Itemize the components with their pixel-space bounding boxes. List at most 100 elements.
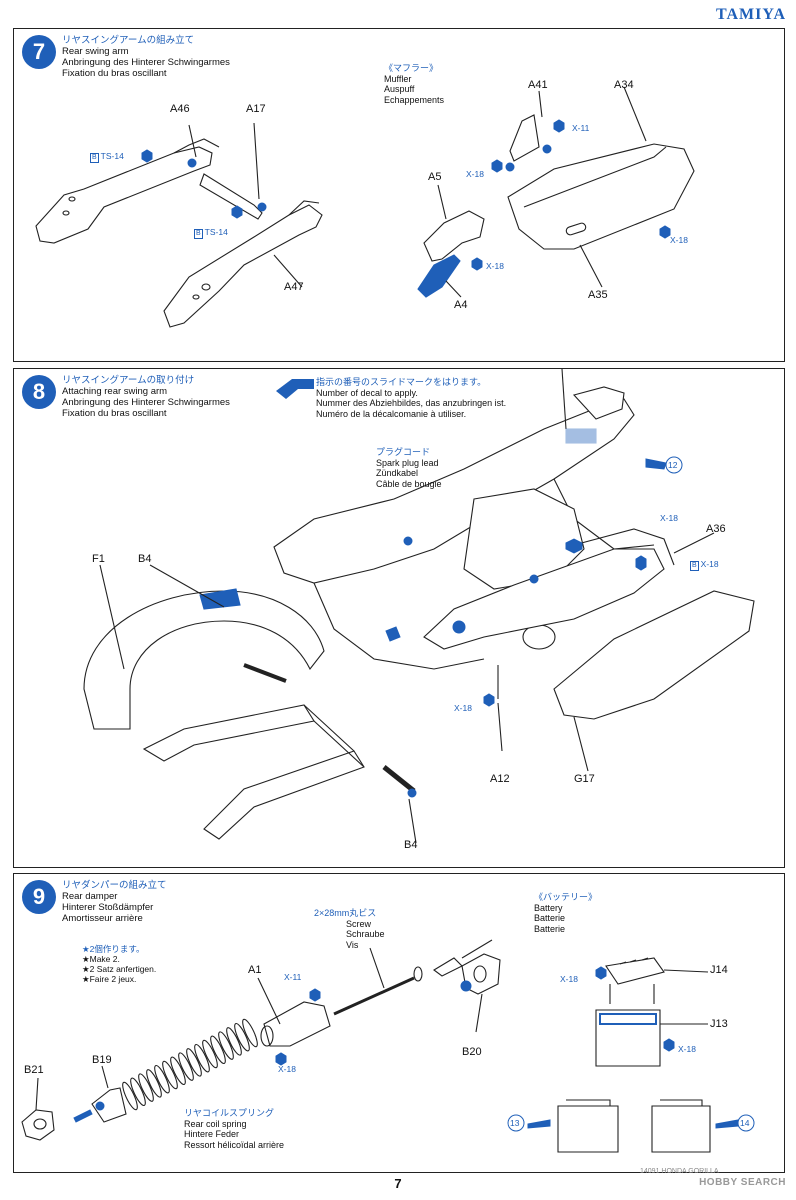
step-8-title-de: Anbringung des Hinterer Schwingarmes <box>62 397 230 408</box>
decal-instruction: 指示の番号のスライドマークをはります。 Number of decal to a… <box>316 377 506 419</box>
spring-coil <box>226 1027 242 1056</box>
spring-en: Rear coil spring <box>184 1118 247 1129</box>
step-9-title-de: Hinterer Stoßdämpfer <box>62 902 154 913</box>
step-8-title-fr: Fixation du bras oscillant <box>62 408 167 419</box>
decal-arrow-icon <box>276 379 314 399</box>
screw-code: TS-14 <box>100 151 124 161</box>
watermark-logo: HOBBY SEARCH <box>699 1177 786 1188</box>
label-b21: B21 <box>24 1064 44 1076</box>
label-a46: A46 <box>170 103 190 115</box>
decal-de: Nummer des Abziehbildes, das anzubringen… <box>316 398 507 408</box>
spring-coil <box>178 1052 194 1081</box>
battery-fr: Batterie <box>534 923 566 934</box>
decal-en: Number of decal to apply. <box>316 387 418 398</box>
spring-de: Hintere Feder <box>184 1129 240 1139</box>
step-9-title-jp: リヤダンパーの組み立て <box>62 880 167 891</box>
step-7-title-de: Anbringung des Hinterer Schwingarmes <box>62 57 230 68</box>
step-7-title-en: Rear swing arm <box>62 46 129 57</box>
screw-x18-a: X-18 <box>278 1064 296 1074</box>
spring-coil <box>218 1031 234 1060</box>
screw-x18-a: X-18 <box>660 513 678 523</box>
spring-fr: Ressort hélicoïdal arrière <box>184 1139 285 1150</box>
step-9-title-en: Rear damper <box>62 891 118 902</box>
muffler-fr: Echappements <box>384 94 445 105</box>
step-8-number: 8 <box>22 375 56 409</box>
spring-coil <box>210 1035 226 1065</box>
screw-x18-bottom: X-18 <box>486 261 504 271</box>
step-7-heading: リヤスイングアームの組み立て Rear swing arm Anbringung… <box>62 35 230 79</box>
screw-x18-b: X-18 <box>560 974 578 984</box>
brand-logo: TAMIYA <box>715 6 786 23</box>
label-a34: A34 <box>614 79 634 91</box>
step-9-illustration <box>21 939 755 1153</box>
screw-jp: 2×28mm丸ビス <box>314 908 377 918</box>
decal-fr: Numéro de la décalcomanie à utiliser. <box>316 408 467 419</box>
screw-x18-left: X-18 <box>466 169 484 179</box>
screw-callout: 2×28mm丸ビス Screw Schraube Vis <box>314 908 385 950</box>
label-a1: A1 <box>248 964 262 976</box>
step-8-title-en: Attaching rear swing arm <box>62 386 168 397</box>
step-9-panel: 9 リヤダンパーの組み立て Rear damper Hinterer Stoßd… <box>13 873 785 1173</box>
label-a12: A12 <box>490 773 510 785</box>
decal-jp: 指示の番号のスライドマークをはります。 <box>316 377 487 387</box>
screw-x18-c: X-18 <box>454 703 472 713</box>
muffler-de: Auspuff <box>384 84 415 94</box>
screw-fr: Vis <box>346 939 359 950</box>
label-f1: F1 <box>92 553 105 565</box>
step-8-title-jp: リヤスイングアームの取り付け <box>62 375 195 386</box>
spring-coil <box>242 1018 258 1048</box>
screw-code: X-18 <box>700 559 719 569</box>
step-7-number: 7 <box>22 35 56 69</box>
spark-jp: プラグコード <box>376 447 431 457</box>
label-a41: A41 <box>528 79 548 91</box>
screw-en: Screw <box>346 918 372 929</box>
step-7-title-jp: リヤスイングアームの組み立て <box>62 35 195 46</box>
screw-x11: X-11 <box>284 972 302 982</box>
label-a17: A17 <box>246 103 266 115</box>
spark-en: Spark plug lead <box>376 457 439 468</box>
make2-jp: ★2個作ります。 <box>82 944 145 954</box>
spring-coil <box>202 1039 218 1069</box>
step-8-heading: リヤスイングアームの取り付け Attaching rear swing arm … <box>62 375 230 419</box>
make2-fr: ★Faire 2 jeux. <box>82 974 137 984</box>
spring-coil <box>146 1069 162 1098</box>
label-j13: J13 <box>710 1018 728 1030</box>
step-7-illustration <box>35 86 695 328</box>
step-7-panel: 7 リヤスイングアームの組み立て Rear swing arm Anbringu… <box>13 28 785 362</box>
label-a4: A4 <box>454 299 468 311</box>
spark-de: Zündkabel <box>376 468 419 478</box>
screw-x18-right: X-18 <box>670 235 688 245</box>
label-b19: B19 <box>92 1054 112 1066</box>
spring-coil <box>186 1048 202 1077</box>
step-7-title-fr: Fixation du bras oscillant <box>62 68 167 79</box>
step-9-number: 9 <box>22 880 56 914</box>
decal-13-marker: 13 <box>510 1118 520 1128</box>
muffler-heading: 《マフラー》 Muffler Auspuff Echappements <box>384 63 444 105</box>
spring-callout: リヤコイルスプリング Rear coil spring Hintere Fede… <box>184 1108 284 1150</box>
label-a47: A47 <box>284 281 304 293</box>
screw-code: TS-14 <box>204 227 228 237</box>
make2-de: ★2 Satz anfertigen. <box>82 964 157 974</box>
battery-heading: 《バッテリー》 Battery Batterie Batterie <box>534 892 597 934</box>
step-9-title-fr: Amortisseur arrière <box>62 913 143 924</box>
step-8-panel: 8 リヤスイングアームの取り付け Attaching rear swing ar… <box>13 368 785 868</box>
label-b20: B20 <box>462 1046 482 1058</box>
spring-coil <box>138 1073 154 1102</box>
screw-x11: X-11 <box>572 123 590 133</box>
battery-de: Batterie <box>534 913 566 923</box>
parts-bag-b-icon: B <box>690 561 699 571</box>
spark-plug-lead-label: プラグコード Spark plug lead Zündkabel Câble d… <box>376 447 442 489</box>
spring-jp: リヤコイルスプリング <box>184 1108 275 1118</box>
page-number: 7 <box>394 1176 402 1191</box>
screw-x18-c: X-18 <box>678 1044 696 1054</box>
parts-bag-b-icon: B <box>194 229 203 239</box>
decal-14-marker: 14 <box>740 1118 750 1128</box>
step-8-illustration <box>83 369 755 844</box>
step-9-heading: リヤダンパーの組み立て Rear damper Hinterer Stoßdäm… <box>62 880 167 924</box>
label-j14: J14 <box>710 964 728 976</box>
label-b4-bottom: B4 <box>404 839 418 851</box>
spring-coil <box>234 1022 250 1052</box>
